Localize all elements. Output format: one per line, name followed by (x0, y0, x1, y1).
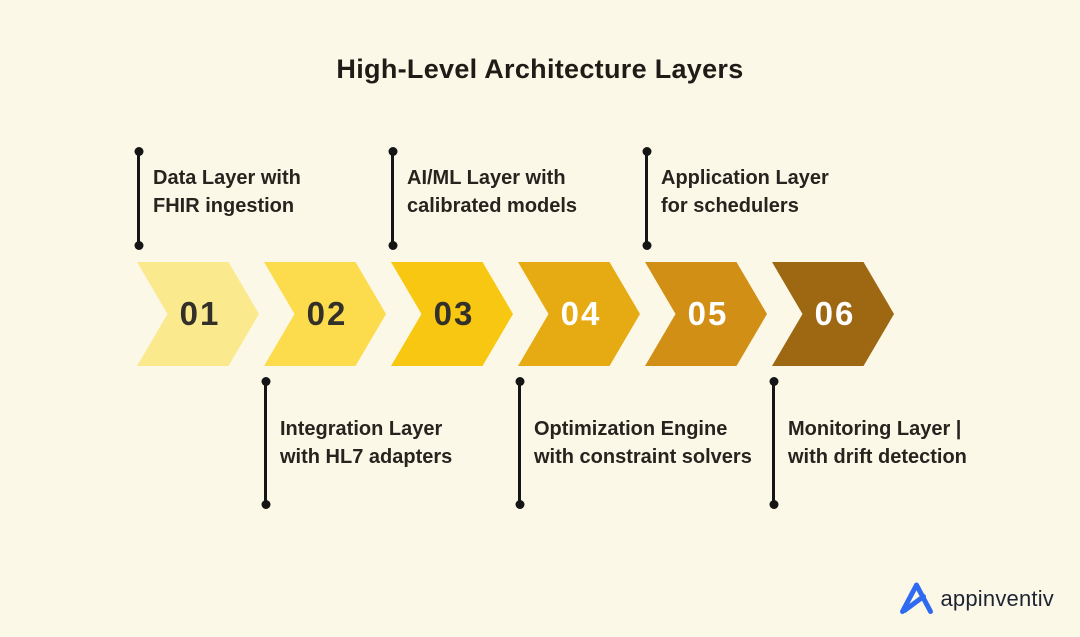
connector-label-line-1: Monitoring Layer | (788, 418, 962, 440)
connector-line (391, 150, 394, 247)
connector-label-line-1: Optimization Engine (534, 418, 728, 440)
chevron-step-05: 05 (645, 262, 767, 366)
chevron-step-03: 03 (391, 262, 513, 366)
connector-line (518, 380, 521, 506)
step-number: 03 (433, 295, 475, 332)
connector-label-line-1: Data Layer with (153, 167, 301, 189)
connector-label-line-2: for schedulers (661, 195, 799, 217)
step-number: 04 (560, 295, 602, 332)
connector-label: Monitoring Layer | with drift detection (788, 415, 967, 471)
connector-step-01: Data Layer with FHIR ingestion (137, 150, 301, 247)
connector-label: Data Layer with FHIR ingestion (153, 164, 301, 247)
connector-label-line-2: FHIR ingestion (153, 195, 295, 217)
connector-label-line-2: with constraint solvers (534, 446, 752, 468)
connector-line (772, 380, 775, 506)
connector-label-line-2: with HL7 adapters (280, 446, 453, 468)
connector-label: AI/ML Layer with calibrated models (407, 164, 577, 247)
chevron-step-06: 06 (772, 262, 894, 366)
step-number: 01 (179, 295, 221, 332)
brand-logo: appinventiv (898, 580, 1055, 617)
connector-label-line-1: Integration Layer (280, 418, 443, 440)
page-title: High-Level Architecture Layers (336, 54, 744, 84)
appinventiv-a-icon (898, 580, 934, 617)
chevron-step-04: 04 (518, 262, 640, 366)
connector-step-05: Application Layer for schedulers (645, 150, 829, 247)
connector-label-line-1: AI/ML Layer with (407, 167, 566, 189)
chevron-step-01: 01 (137, 262, 259, 366)
step-number: 05 (687, 295, 729, 332)
connector-step-03: AI/ML Layer with calibrated models (391, 150, 577, 247)
connector-line (137, 150, 140, 247)
connector-line (264, 380, 267, 506)
chevron-step-02: 02 (264, 262, 386, 366)
brand-logo-text: appinventiv (940, 585, 1054, 611)
connector-step-02: Integration Layer with HL7 adapters (264, 380, 452, 506)
connector-step-04: Optimization Engine with constraint solv… (518, 380, 752, 506)
connector-step-06: Monitoring Layer | with drift detection (772, 380, 967, 506)
step-number: 06 (814, 295, 856, 332)
connector-label-line-2: with drift detection (788, 446, 967, 468)
connector-label: Application Layer for schedulers (661, 164, 829, 247)
step-number: 02 (306, 295, 348, 332)
connector-label: Integration Layer with HL7 adapters (280, 415, 452, 471)
connector-label-line-1: Application Layer (661, 167, 829, 189)
connector-line (645, 150, 648, 247)
connector-label: Optimization Engine with constraint solv… (534, 415, 752, 471)
connector-label-line-2: calibrated models (407, 195, 578, 217)
